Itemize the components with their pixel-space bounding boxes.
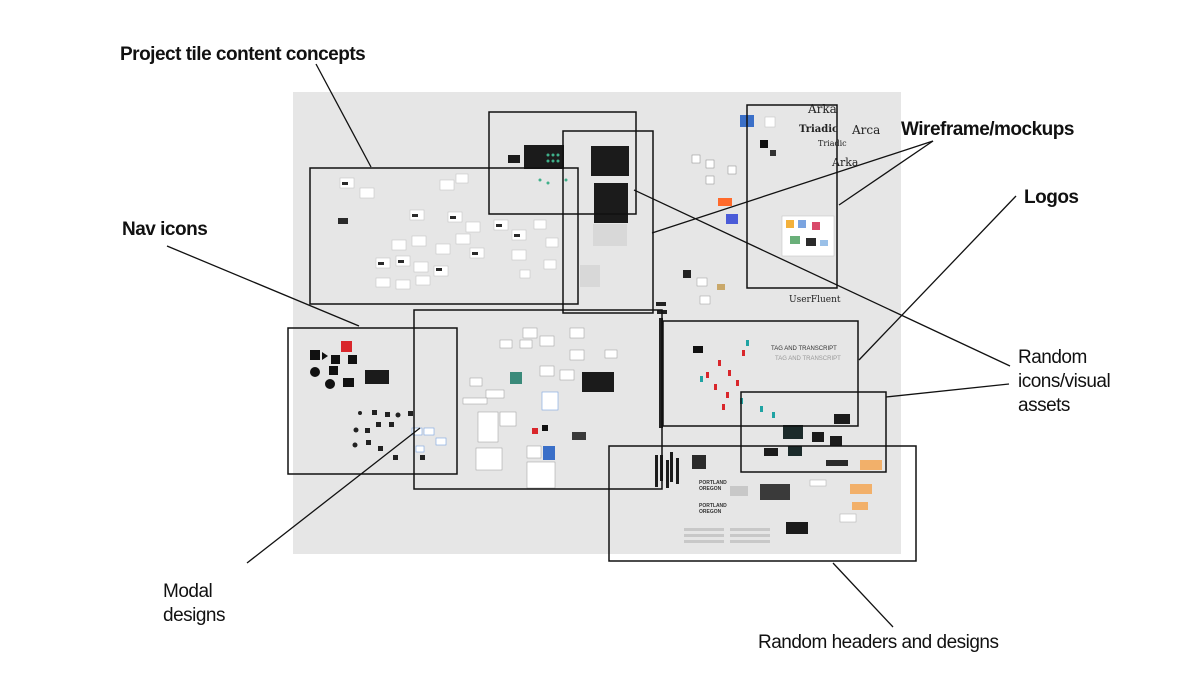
dark-mockups bbox=[508, 145, 629, 287]
label-wireframes: Wireframe/mockups bbox=[901, 119, 1074, 140]
frame-random-headers bbox=[608, 445, 917, 562]
logo-triadic-1: Triadic bbox=[799, 124, 839, 135]
portland-text-1: PORTLAND OREGON bbox=[699, 480, 727, 492]
tag-transcript-text: TAG AND TRANSCRIPT bbox=[771, 346, 837, 352]
tag-transcript-text-2: TAG AND TRANSCRIPT bbox=[775, 356, 841, 362]
random-headers-artwork bbox=[655, 452, 872, 543]
frame-dark-concept-b bbox=[562, 130, 654, 314]
label-modal: Modal designs bbox=[163, 580, 226, 628]
label-project-tiles: Project tile content concepts bbox=[120, 44, 366, 65]
frame-logos bbox=[746, 104, 838, 289]
project-tile-thumbnails bbox=[339, 173, 559, 290]
frame-random-icons-2 bbox=[740, 391, 887, 473]
label-modal-l2: designs bbox=[163, 605, 226, 626]
frame-random-icons bbox=[662, 320, 859, 427]
logo-arka-1: Arka bbox=[808, 102, 837, 116]
frame-modal-designs bbox=[413, 309, 663, 490]
wireframe-thumbnails bbox=[691, 115, 835, 257]
label-logos: Logos bbox=[1024, 187, 1079, 208]
misc-assets bbox=[656, 270, 725, 428]
label-random-icons: Random icons/visual assets bbox=[1018, 346, 1111, 418]
portland-text-2: PORTLAND OREGON bbox=[699, 503, 727, 515]
label-random-icons-l1: Random bbox=[1018, 347, 1087, 368]
group-frames bbox=[287, 104, 917, 562]
nav-icons-artwork bbox=[310, 341, 447, 460]
frame-nav-icons bbox=[287, 327, 458, 475]
logo-arka-2: Arka bbox=[832, 156, 859, 169]
label-nav-icons: Nav icons bbox=[122, 219, 208, 240]
modal-designs-artwork bbox=[462, 327, 618, 489]
label-random-icons-l3: assets bbox=[1018, 395, 1070, 416]
label-random-headers: Random headers and designs bbox=[758, 632, 999, 653]
leader-lines bbox=[166, 63, 1017, 628]
frame-project-tiles bbox=[309, 167, 579, 305]
logo-arca: Arca bbox=[852, 123, 881, 137]
label-random-icons-l2: icons/visual bbox=[1018, 371, 1111, 392]
random-assets-artwork bbox=[693, 340, 882, 470]
label-modal-l1: Modal bbox=[163, 581, 213, 602]
logo-userfluent: UserFluent bbox=[789, 295, 841, 305]
logo-triadic-2: Triadic bbox=[818, 139, 847, 148]
